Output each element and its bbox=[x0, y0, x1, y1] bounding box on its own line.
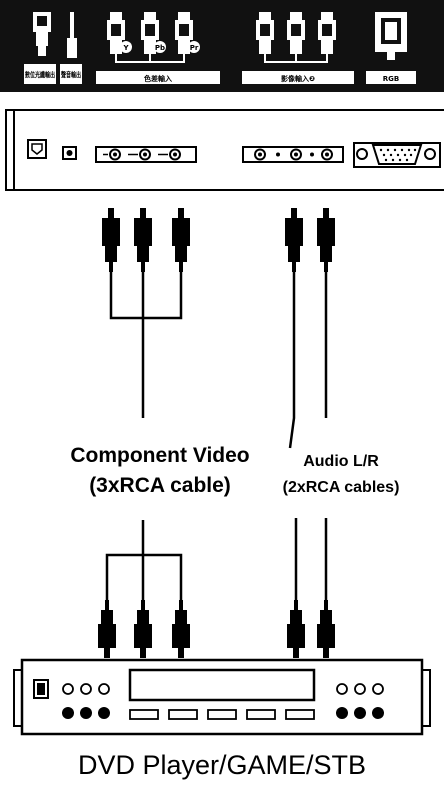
component-cable-bottom bbox=[98, 520, 190, 658]
disc-tray-display bbox=[128, 668, 316, 702]
y-mark: Y bbox=[122, 44, 129, 52]
rgb-label: RGB bbox=[383, 75, 399, 83]
rca-plug-top-3 bbox=[172, 208, 190, 272]
device-caption: DVD Player/GAME/STB bbox=[78, 750, 366, 780]
optical-port-icon bbox=[27, 139, 47, 159]
rca-plug-top-1 bbox=[102, 208, 120, 272]
digital-out-label: 數位光纖輸出 bbox=[25, 70, 55, 79]
rgb-label-plate bbox=[366, 71, 416, 84]
rca-plug-top-audio-r bbox=[317, 208, 335, 272]
audio-cable-top bbox=[285, 208, 335, 449]
rca-plug-bottom-audio-l bbox=[287, 600, 305, 658]
digital-out-label-plate bbox=[24, 64, 56, 84]
tv-back-panel bbox=[5, 109, 444, 191]
pr-mark: Pr bbox=[190, 44, 199, 52]
pb-mark: Pb bbox=[155, 44, 165, 52]
component-in-label-plate bbox=[96, 71, 220, 84]
vga-connector-icon bbox=[375, 12, 407, 60]
component-cable-spec-label: (3xRCA cable) bbox=[89, 474, 231, 497]
video-jack-strip bbox=[242, 146, 344, 163]
rca-plug-bottom-2 bbox=[134, 600, 152, 658]
rca-plug-bottom-3 bbox=[172, 600, 190, 658]
rca-plug-top-audio-l bbox=[285, 208, 303, 272]
left-knobs bbox=[62, 683, 110, 719]
dvd-player-device bbox=[13, 658, 431, 736]
audio-cable-spec-label: (2xRCA cables) bbox=[283, 479, 400, 496]
audio-out-label: 聲音輸出 bbox=[61, 70, 81, 79]
component-video-label: Component Video bbox=[70, 444, 249, 467]
audio-out-label-plate bbox=[60, 64, 82, 84]
optical-out-icon bbox=[33, 12, 51, 56]
component-in-label: 色差輸入 bbox=[144, 74, 172, 83]
power-button-icon bbox=[33, 679, 49, 699]
right-knobs bbox=[336, 683, 384, 719]
rca-plug-bottom-1 bbox=[98, 600, 116, 658]
audio-cable-bottom bbox=[287, 518, 335, 658]
video-in-label-plate bbox=[242, 71, 354, 84]
component-plug-icons: Y Pb Pr bbox=[107, 12, 200, 63]
audio-jack-port-icon bbox=[62, 146, 77, 160]
audio-out-jack-icon bbox=[67, 12, 77, 58]
video-in-label: 影像輸入❷ bbox=[281, 74, 315, 83]
tv-connector-bar: Y Pb Pr bbox=[0, 0, 444, 92]
function-buttons bbox=[129, 709, 315, 720]
rca-plug-top-2 bbox=[134, 208, 152, 272]
component-jack-strip bbox=[95, 146, 197, 163]
rca-plug-bottom-audio-r bbox=[317, 600, 335, 658]
video-plug-icons bbox=[256, 12, 336, 63]
component-cable-top bbox=[102, 208, 190, 418]
vga-port-icon bbox=[353, 142, 441, 168]
audio-lr-label: Audio L/R bbox=[303, 453, 379, 470]
